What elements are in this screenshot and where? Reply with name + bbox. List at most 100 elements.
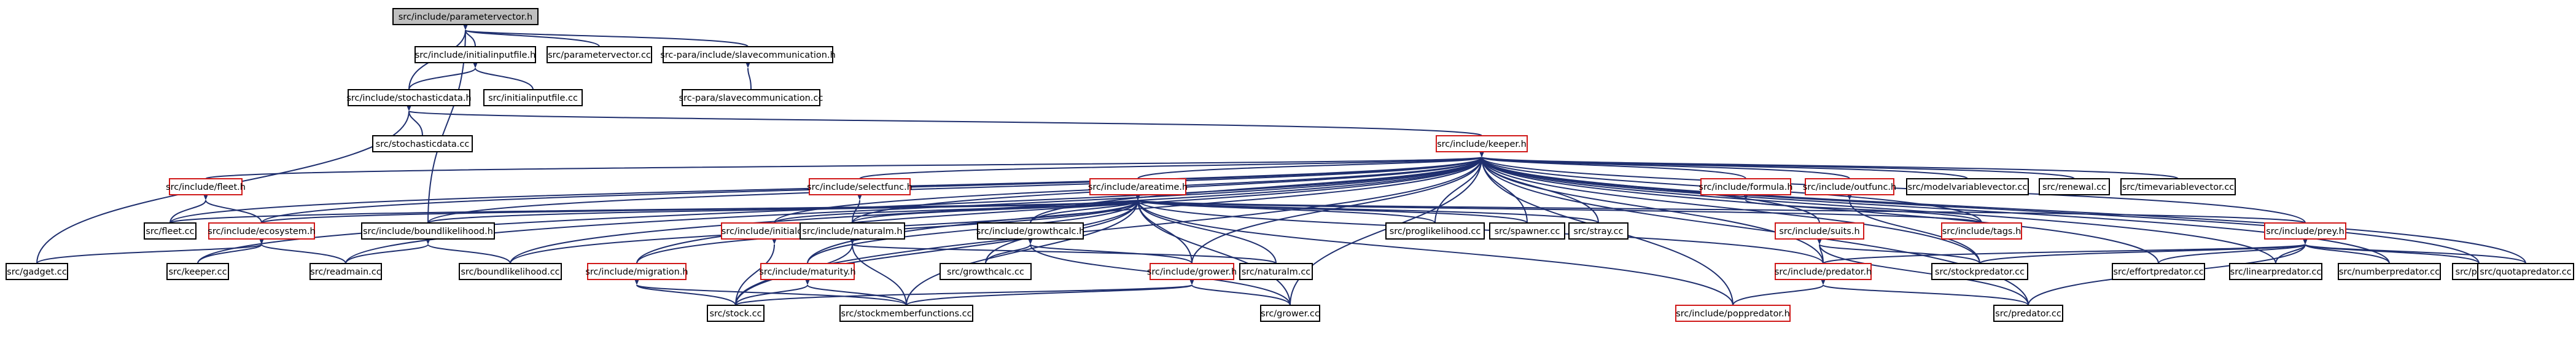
node-readmain-cc[interactable]: src/readmain.cc [309,263,382,280]
node-label: src/spawner.cc [1495,227,1560,237]
node-box [1089,178,1186,195]
node-poppredator-h[interactable]: src/include/poppredator.h [1675,305,1791,322]
node-formula-h[interactable]: src/include/formula.h [1699,178,1793,195]
node-timevariablevector-cc[interactable]: src/timevariablevector.cc [2120,178,2236,195]
edge-areatime_h-to-maturity_h [807,194,1141,264]
node-quotapredator-cc[interactable]: src/quotapredator.cc [2477,263,2574,280]
node-effortpredator-cc[interactable]: src/effortpredator.cc [2112,263,2205,280]
node-growthcalc-h[interactable]: src/include/growthcalc.h [976,222,1085,240]
node-modelvariablevector-cc[interactable]: src/modelvariablevector.cc [1906,178,2029,195]
node-parametervector-h[interactable]: src/include/parametervector.h [392,8,539,25]
edge-initialcond_h-to-stock_cc [735,238,777,306]
node-label: src/stock.cc [709,309,761,319]
node-label: src/timevariablevector.cc [2122,182,2235,192]
node-stockmemberfunctions-cc[interactable]: src/stockmemberfunctions.cc [839,305,973,322]
node-fleet-h[interactable]: src/include/fleet.h [166,178,246,195]
node-predator-cc[interactable]: src/predator.cc [1993,305,2063,322]
node-stray-cc[interactable]: src/stray.cc [1568,222,1628,240]
node-stockpredator-cc[interactable]: src/stockpredator.cc [1931,263,2028,280]
node-label: src/parametervector.cc [548,50,651,60]
node-box [2039,178,2110,195]
node-keeper-h[interactable]: src/include/keeper.h [1436,135,1528,152]
node-gadget-cc[interactable]: src/gadget.cc [6,263,68,280]
node-label: src/readmain.cc [310,267,381,277]
node-initialinputfile-h[interactable]: src/include/initialinputfile.h [414,46,536,63]
node-box [940,263,1032,280]
node-linearpredator-cc[interactable]: src/linearpredator.cc [2229,263,2322,280]
node-predator-h[interactable]: src/include/predator.h [1775,263,1872,280]
edge-areatime_h-to-stray_cc [1135,194,1599,224]
node-renewal-cc[interactable]: src/renewal.cc [2039,178,2110,195]
edge-keeper_h-to-numberpredator_cc [1479,150,2390,264]
node-grower-cc[interactable]: src/grower.cc [1260,305,1320,322]
node-label: src/include/areatime.h [1088,182,1188,192]
edge-outfunc_h-to-stockpredator_cc [1846,194,1980,264]
node-box [372,135,473,152]
node-box [587,263,687,280]
node-prey-h[interactable]: src/include/prey.h [2264,222,2346,240]
edge-suits_h-to-stockpredator_cc [1816,238,1980,264]
node-box [1931,263,2028,280]
node-box [1941,222,2022,240]
node-tags-h[interactable]: src/include/tags.h [1941,222,2022,240]
node-slavecomm-h[interactable]: src-para/include/slavecommunication.h [660,46,836,63]
node-boundlikelihood-h[interactable]: src/include/boundlikelihood.h [361,222,495,240]
node-suits-h[interactable]: src/include/suits.h [1775,222,1864,240]
node-label: src/include/formula.h [1699,182,1792,192]
node-naturalm-h[interactable]: src/include/naturalm.h [800,222,905,240]
node-initialinputfile-cc[interactable]: src/initialinputfile.cc [483,89,583,106]
edge-areatime_h-to-stock_cc [735,194,1141,306]
node-label: src/proglikelihood.cc [1390,227,1481,237]
node-slavecomm-cc[interactable]: src-para/slavecommunication.cc [679,89,823,106]
node-box [1239,263,1313,280]
node-stochasticdata-cc[interactable]: src/stochasticdata.cc [372,135,473,152]
node-boundlikelihood-cc[interactable]: src/boundlikelihood.cc [459,263,562,280]
node-label: src/numberpredator.cc [2339,267,2440,277]
edge-suits_h-to-predator_cc [1816,238,2029,306]
node-box [459,263,562,280]
node-maturity-h[interactable]: src/include/maturity.h [759,263,856,280]
node-label: src/gadget.cc [7,267,67,277]
node-label: src/include/grower.h [1147,267,1237,277]
edge-prey_h-to-predator_h [1823,238,2308,264]
edge-stochasticdata_h-to-keeper_h [405,104,1482,136]
node-ecosystem-h[interactable]: src/include/ecosystem.h [208,222,316,240]
edge-migration_h-to-stock_cc [634,278,736,306]
node-numberpredator-cc[interactable]: src/numberpredator.cc [2338,263,2441,280]
node-growthcalc-cc[interactable]: src/growthcalc.cc [940,263,1032,280]
node-box [348,89,470,106]
node-box [169,178,243,195]
node-stock-cc[interactable]: src/stock.cc [707,305,765,322]
node-label: src/stray.cc [1573,227,1623,237]
node-selectfunc-h[interactable]: src/include/selectfunc.h [807,178,912,195]
node-migration-h[interactable]: src/include/migration.h [585,263,688,280]
node-spawner-cc[interactable]: src/spawner.cc [1489,222,1565,240]
node-naturalm-cc[interactable]: src/naturalm.cc [1239,263,1313,280]
edge-fleet_h-to-fleet_cc [169,194,209,224]
node-parametervector-cc[interactable]: src/parametervector.cc [547,46,652,63]
node-label: src/include/initialinputfile.h [415,50,536,60]
node-label: src/quotapredator.cc [2480,267,2572,277]
node-box [663,46,833,63]
node-label: src/include/keeper.h [1437,139,1527,149]
edges-layer [36,23,2526,306]
node-proglikelihood-cc[interactable]: src/proglikelihood.cc [1385,222,1485,240]
edge-keeper_h-to-areatime_h [1137,150,1485,179]
node-label: src/linearpredator.cc [2230,267,2322,277]
node-box [707,305,765,322]
node-box [1993,305,2063,322]
edge-formula_h-to-tags_h [1743,194,1982,224]
node-fleet-cc[interactable]: src/fleet.cc [144,222,197,240]
node-keeper-cc[interactable]: src/keeper.cc [166,263,229,280]
node-stochasticdata-h[interactable]: src/include/stochasticdata.h [346,89,472,106]
node-box [1700,178,1791,195]
node-box [1260,305,1320,322]
node-box [483,89,583,106]
edge-prey_h-to-stockpredator_cc [1979,238,2308,264]
edge-prey_h-to-numberpredator_cc [2302,238,2390,264]
node-box [6,263,68,280]
node-areatime-h[interactable]: src/include/areatime.h [1088,178,1188,195]
node-grower-h[interactable]: src/include/grower.h [1147,263,1237,280]
node-outfunc-h[interactable]: src/include/outfunc.h [1803,178,1896,195]
node-box [1568,222,1628,240]
